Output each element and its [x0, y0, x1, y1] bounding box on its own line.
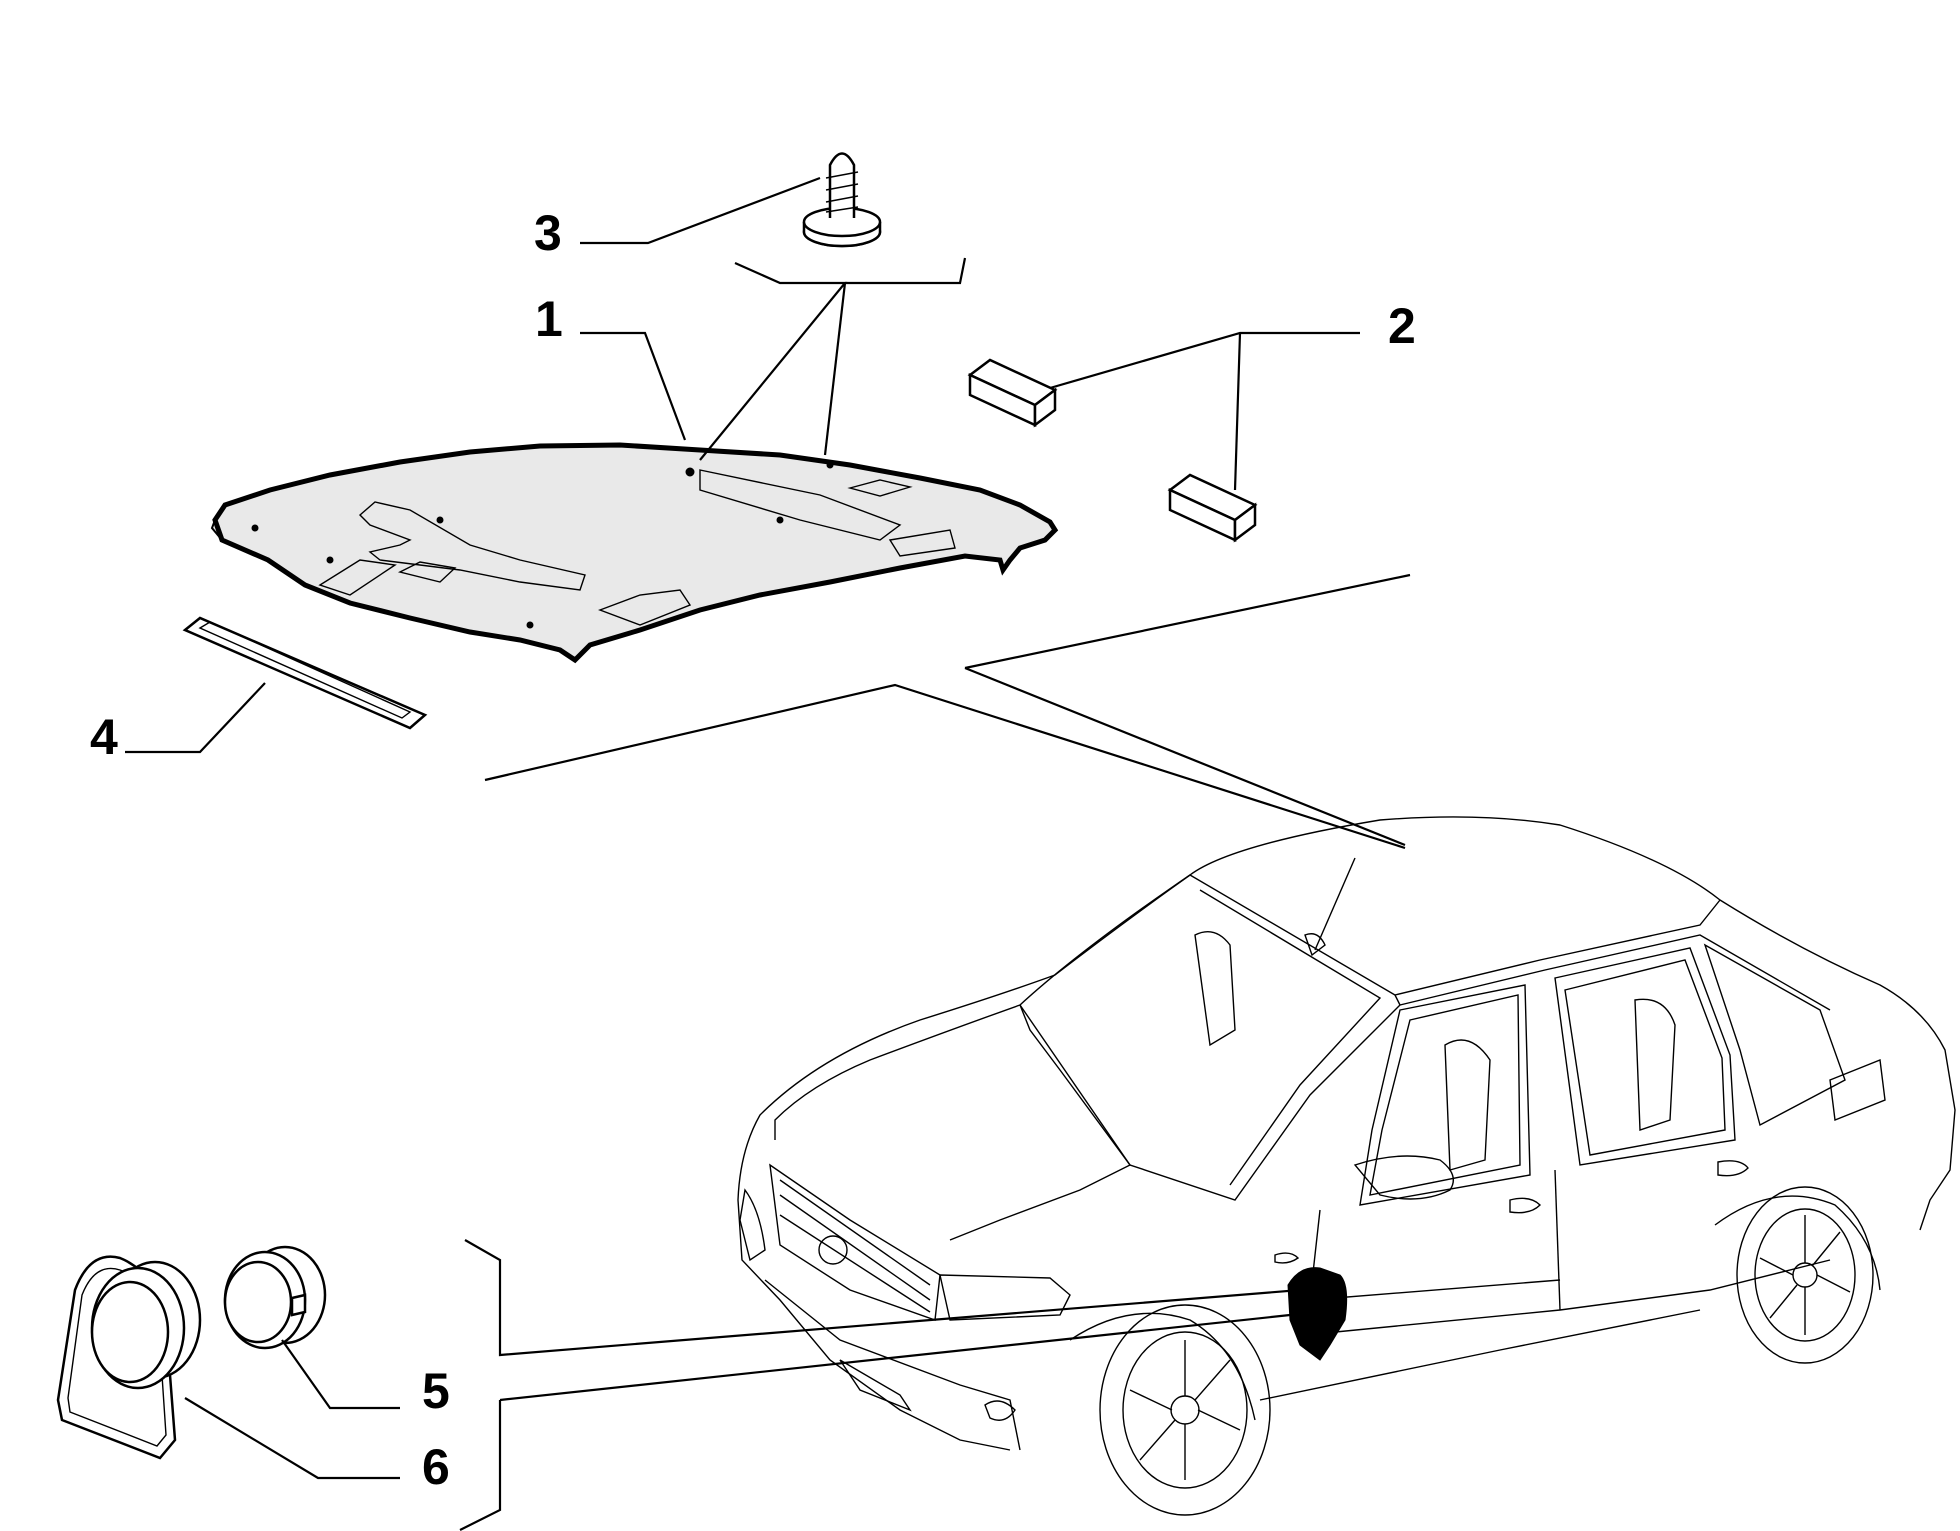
- callout-4: 4: [90, 709, 118, 765]
- callout-5: 5: [422, 1363, 450, 1419]
- leader-lines: [125, 176, 1411, 1531]
- sedan-car: [737, 816, 1956, 1516]
- grommet-seal: [56, 1255, 202, 1460]
- adhesive-strip: [182, 616, 428, 730]
- headliner-panel: [210, 442, 1059, 664]
- push-clip: [802, 152, 882, 248]
- foam-pad-lower: [1167, 473, 1258, 543]
- callout-1: 1: [535, 291, 563, 347]
- grommet-sleeve: [223, 1245, 327, 1350]
- callout-3: 3: [534, 205, 562, 261]
- callout-6: 6: [422, 1439, 450, 1495]
- callout-2: 2: [1388, 298, 1416, 354]
- foam-pad-upper: [967, 358, 1058, 428]
